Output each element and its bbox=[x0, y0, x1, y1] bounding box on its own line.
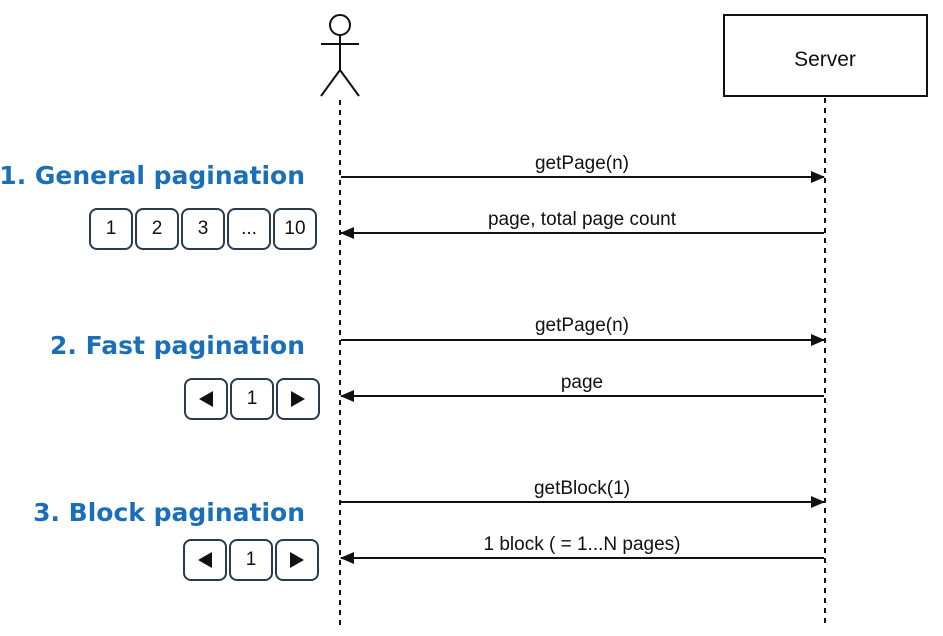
request-label-3: getBlock(1) bbox=[534, 478, 630, 499]
actor-stick-figure-icon bbox=[320, 14, 360, 97]
prev-block-button[interactable] bbox=[183, 539, 227, 581]
server-box bbox=[723, 14, 928, 97]
request-label-1: getPage(n) bbox=[535, 153, 629, 174]
page-button-1[interactable]: 1 bbox=[89, 208, 133, 250]
page-button-10[interactable]: 10 bbox=[273, 208, 317, 250]
page-button-ellipsis[interactable]: ... bbox=[227, 208, 271, 250]
triangle-right-icon bbox=[291, 391, 305, 407]
response-label-3: 1 block ( = 1...N pages) bbox=[484, 534, 681, 555]
current-page-button[interactable]: 1 bbox=[230, 378, 274, 420]
current-block-page-button[interactable]: 1 bbox=[229, 539, 273, 581]
triangle-left-icon bbox=[198, 552, 212, 568]
section-title-block-pagination: 3. Block pagination bbox=[33, 498, 305, 527]
next-page-button[interactable] bbox=[276, 378, 320, 420]
request-label-2: getPage(n) bbox=[535, 315, 629, 336]
triangle-left-icon bbox=[199, 391, 213, 407]
prev-page-button[interactable] bbox=[184, 378, 228, 420]
response-label-2: page bbox=[561, 372, 603, 393]
response-label-1: page, total page count bbox=[488, 209, 677, 230]
next-block-button[interactable] bbox=[275, 539, 319, 581]
section-title-general-pagination: 1. General pagination bbox=[0, 161, 305, 190]
fast-pagination-control: 1 bbox=[184, 378, 320, 420]
general-pagination-control: 1 2 3 ... 10 bbox=[89, 208, 317, 250]
triangle-right-icon bbox=[290, 552, 304, 568]
page-button-2[interactable]: 2 bbox=[135, 208, 179, 250]
section-title-fast-pagination: 2. Fast pagination bbox=[49, 331, 305, 360]
block-pagination-control: 1 bbox=[183, 539, 319, 581]
server-label: Server bbox=[794, 48, 856, 71]
page-button-3[interactable]: 3 bbox=[181, 208, 225, 250]
